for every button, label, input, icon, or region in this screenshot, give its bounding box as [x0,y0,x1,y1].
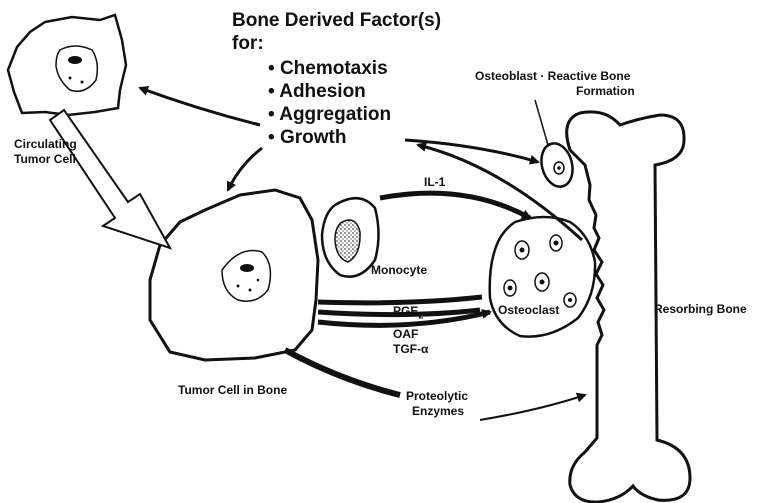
tumor-cell-in-bone [150,190,318,360]
label-resorbing-bone: Resorbing Bone [654,303,747,317]
arrow-factors-to-tumor [228,148,262,190]
factor-label: Adhesion [279,81,366,102]
label-pge-base: PGE [393,304,418,318]
arrow-proteolytic-tip [480,395,585,420]
label-osteoblast-line2: Formation [576,85,635,99]
factor-item-chemotaxis: • Chemotaxis [268,58,388,80]
label-circulating-line2: Tumor Cell [14,153,76,167]
arrow-pge2 [318,297,482,303]
label-pge2: PGE2 [393,305,423,321]
factor-title: Bone Derived Factor(s) [232,10,441,32]
label-proteolytic-line2: Enzymes [412,405,464,419]
arrow-factors-to-circulating [140,88,260,125]
label-il1: IL-1 [424,176,445,190]
arrow-il1 [380,193,530,218]
osteoclast-cell [490,217,595,337]
label-pge-sub: 2 [418,310,423,320]
factor-label: Chemotaxis [280,58,388,79]
factor-item-growth: • Growth [268,127,346,149]
label-tgf: TGF-α [393,343,428,357]
arrow-factors-to-osteoblast [405,140,538,162]
label-oaf: OAF [393,328,418,342]
label-osteoclast: Osteoclast [498,304,559,318]
factor-item-adhesion: • Adhesion [268,81,366,103]
label-monocyte: Monocyte [371,264,427,278]
circulating-tumor-cell [8,15,126,115]
label-circulating-line1: Circulating [14,138,77,152]
factor-item-aggregation: • Aggregation [268,104,391,126]
arrow-proteolytic [285,350,400,395]
label-osteoblast-line1: Osteoblast · Reactive Bone [475,70,630,84]
factor-title-for: for: [232,33,264,55]
label-proteolytic-line1: Proteolytic [406,390,468,404]
arrow-circulating-to-tumor-outline [50,110,170,248]
factor-label: Aggregation [279,104,391,125]
label-tumor-in-bone: Tumor Cell in Bone [178,384,287,398]
factor-label: Growth [280,127,347,148]
